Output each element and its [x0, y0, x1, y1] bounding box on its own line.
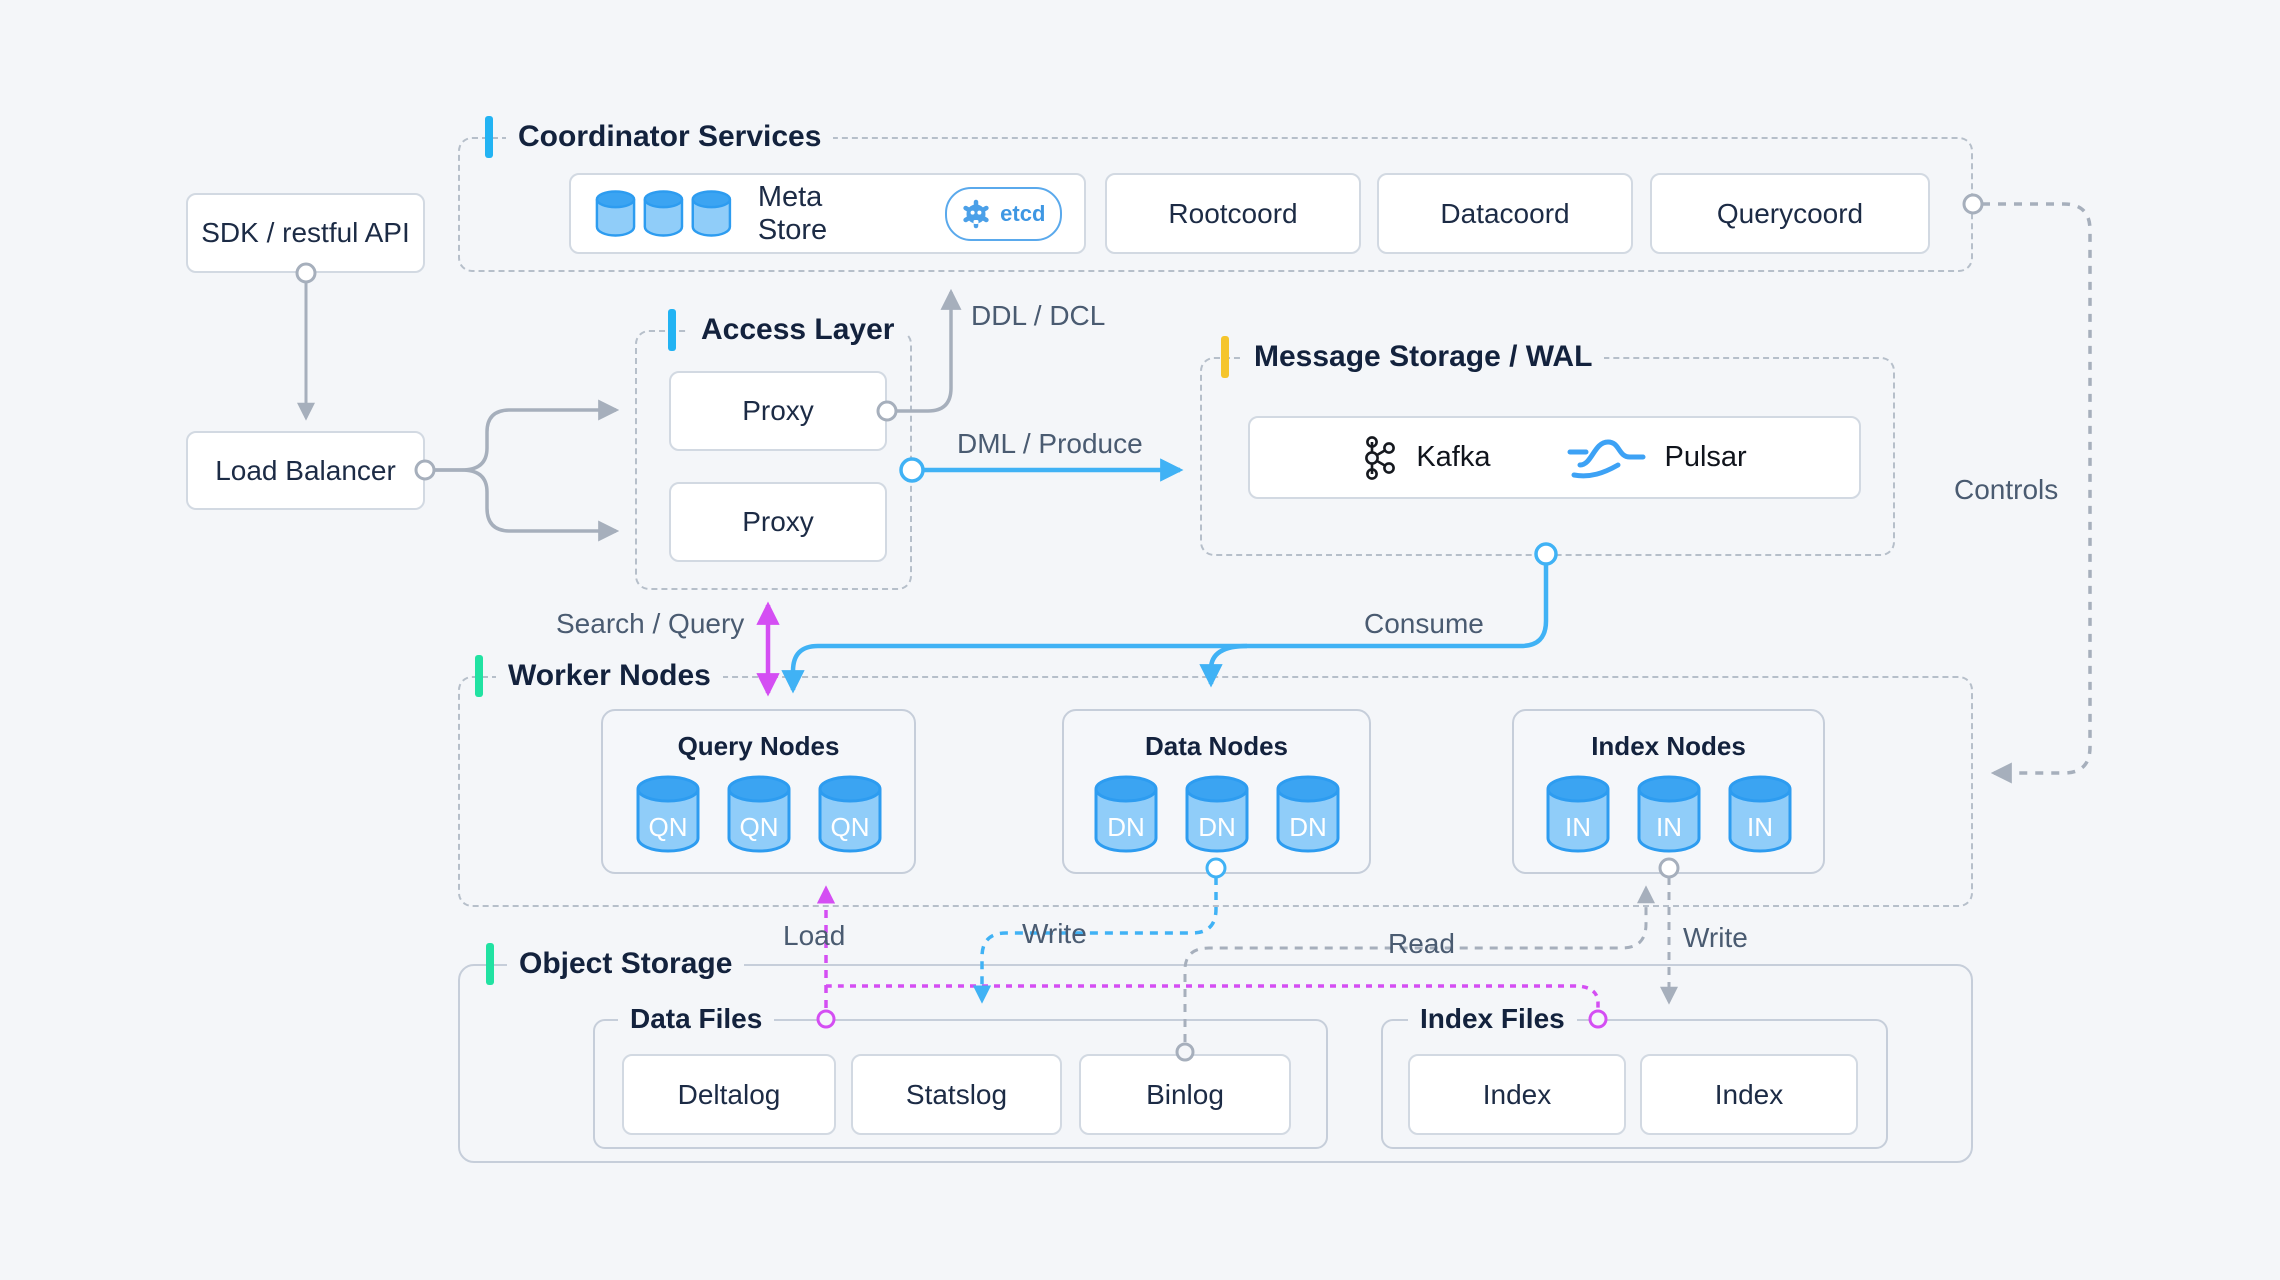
pulsar-label: Pulsar	[1664, 441, 1747, 473]
proxy-1-label: Proxy	[742, 395, 814, 426]
query-nodes-group: Query Nodes QN QN QN	[601, 709, 916, 874]
read-label: Read	[1388, 928, 1455, 959]
index-nodes-group: Index Nodes IN IN IN	[1512, 709, 1825, 874]
coordinator-services-header: Coordinator Services	[485, 116, 834, 158]
message-storage-title: Message Storage / WAL	[1242, 336, 1605, 378]
data-nodes-cylinders: DN DN DN	[1064, 774, 1369, 856]
etcd-badge: etcd	[944, 186, 1062, 241]
load-label: Load	[783, 920, 846, 951]
querycoord-node: Querycoord	[1650, 173, 1930, 254]
querycoord-label: Querycoord	[1716, 197, 1864, 229]
write-data-label: Write	[1022, 918, 1087, 949]
index-files-title: Index Files	[1408, 1003, 1577, 1035]
index-nodes-title: Index Nodes	[1591, 731, 1746, 761]
svg-text:IN: IN	[1565, 812, 1591, 842]
rootcoord-label: Rootcoord	[1168, 197, 1298, 229]
data-node-cylinder-icon: DN	[1094, 775, 1157, 853]
deltalog-label: Deltalog	[677, 1078, 781, 1110]
meta-store-node: Meta Store etcd	[569, 173, 1086, 254]
index-node-cylinder-icon: IN	[1728, 775, 1791, 853]
proxy-node-1: Proxy	[669, 371, 887, 451]
query-node-cylinder-icon: QN	[818, 775, 881, 853]
svg-text:IN: IN	[1747, 812, 1773, 842]
proxy-2-label: Proxy	[742, 506, 814, 537]
access-layer-accent-bar	[668, 309, 676, 351]
dml-produce-label: DML / Produce	[957, 428, 1143, 459]
index-node-cylinder-icon: IN	[1637, 775, 1700, 853]
message-storage-header: Message Storage / WAL	[1221, 336, 1605, 378]
meta-store-label: Meta Store	[757, 180, 828, 246]
datacoord-label: Datacoord	[1440, 197, 1570, 229]
load-balancer-label: Load Balancer	[215, 454, 396, 486]
load-balancer-node: Load Balancer	[186, 431, 425, 510]
svg-text:IN: IN	[1656, 812, 1682, 842]
index-nodes-cylinders: IN IN IN	[1514, 774, 1823, 856]
ddl-dcl-label: DDL / DCL	[971, 300, 1106, 331]
access-layer-title: Access Layer	[689, 309, 907, 351]
sdk-node: SDK / restful API	[186, 193, 425, 273]
data-node-cylinder-icon: DN	[1185, 775, 1248, 853]
statslog-label: Statslog	[905, 1078, 1008, 1110]
consume-label: Consume	[1364, 608, 1484, 639]
object-storage-accent-bar	[486, 943, 494, 985]
query-nodes-title: Query Nodes	[677, 731, 840, 761]
data-nodes-title: Data Nodes	[1144, 731, 1289, 761]
data-nodes-group: Data Nodes DN DN DN	[1062, 709, 1371, 874]
access-layer-header: Access Layer	[668, 309, 907, 351]
statslog-node: Statslog	[851, 1054, 1062, 1135]
worker-nodes-header: Worker Nodes	[475, 655, 723, 697]
datacoord-node: Datacoord	[1377, 173, 1633, 254]
meta-store-db-icon	[595, 189, 732, 237]
deltalog-node: Deltalog	[622, 1054, 836, 1135]
svg-text:QN: QN	[648, 812, 687, 842]
edge-lb-to-proxy2	[434, 468, 620, 542]
etcd-gear-icon	[963, 199, 989, 228]
kafka-icon	[1365, 435, 1396, 480]
query-node-cylinder-icon: QN	[727, 775, 790, 853]
proxy-node-2: Proxy	[669, 482, 887, 562]
edge-lb-to-proxy1	[434, 399, 620, 472]
worker-nodes-accent-bar	[475, 655, 483, 697]
message-storage-accent-bar	[1221, 336, 1229, 378]
index-file-1-label: Index	[1482, 1078, 1552, 1110]
write-index-label: Write	[1683, 922, 1748, 953]
index-node-cylinder-icon: IN	[1546, 775, 1609, 853]
sdk-label: SDK / restful API	[201, 217, 410, 248]
object-storage-title: Object Storage	[507, 943, 745, 985]
coordinator-accent-bar	[485, 116, 493, 158]
kafka-label: Kafka	[1416, 441, 1491, 473]
query-node-cylinder-icon: QN	[636, 775, 699, 853]
svg-text:QN: QN	[830, 812, 869, 842]
svg-text:DN: DN	[1198, 812, 1236, 842]
query-nodes-cylinders: QN QN QN	[603, 774, 914, 856]
data-files-title: Data Files	[618, 1003, 775, 1035]
worker-nodes-title: Worker Nodes	[496, 655, 723, 697]
coordinator-title: Coordinator Services	[506, 116, 834, 158]
rootcoord-node: Rootcoord	[1105, 173, 1361, 254]
object-storage-header: Object Storage	[486, 943, 745, 985]
svg-text:QN: QN	[739, 812, 778, 842]
svg-text:DN: DN	[1289, 812, 1327, 842]
index-file-2-label: Index	[1714, 1078, 1784, 1110]
index-file-node-2: Index	[1640, 1054, 1858, 1135]
brokers-node: Kafka Pulsar	[1248, 416, 1861, 499]
controls-label: Controls	[1954, 474, 2059, 505]
data-files-group	[593, 1019, 1328, 1149]
etcd-badge-label: etcd	[1000, 200, 1046, 226]
search-query-label: Search / Query	[556, 608, 745, 639]
index-file-node-1: Index	[1408, 1054, 1626, 1135]
binlog-node: Binlog	[1079, 1054, 1291, 1135]
svg-text:DN: DN	[1107, 812, 1145, 842]
pulsar-icon	[1567, 438, 1646, 478]
binlog-label: Binlog	[1146, 1078, 1224, 1110]
data-node-cylinder-icon: DN	[1276, 775, 1339, 853]
